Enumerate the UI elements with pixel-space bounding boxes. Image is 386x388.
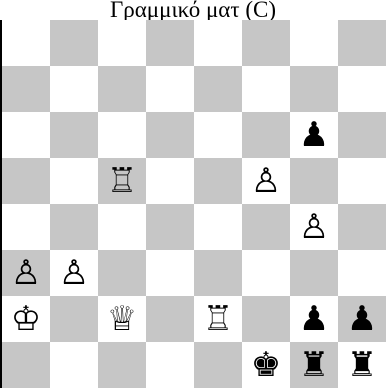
square-d1[interactable] [146,342,194,388]
square-f8[interactable] [242,20,290,66]
white-pawn-icon[interactable]: ♙ [251,164,281,198]
diagram-title: Γραμμικό ματ (C) [0,0,386,20]
white-pawn-icon[interactable]: ♙ [299,210,329,244]
square-b7[interactable] [50,66,98,112]
square-b8[interactable] [50,20,98,66]
square-h8[interactable] [338,20,386,66]
square-e4[interactable] [194,204,242,250]
square-a6[interactable] [2,112,50,158]
square-a7[interactable] [2,66,50,112]
square-g2[interactable]: ♟ [290,296,338,342]
square-e6[interactable] [194,112,242,158]
square-c4[interactable] [98,204,146,250]
square-d4[interactable] [146,204,194,250]
square-f5[interactable]: ♙ [242,158,290,204]
square-f4[interactable] [242,204,290,250]
square-d7[interactable] [146,66,194,112]
square-f2[interactable] [242,296,290,342]
black-pawn-icon[interactable]: ♟ [299,118,329,152]
square-c3[interactable] [98,250,146,296]
white-queen-icon[interactable]: ♕ [107,302,137,336]
square-a3[interactable]: ♙ [2,250,50,296]
square-d3[interactable] [146,250,194,296]
square-g6[interactable]: ♟ [290,112,338,158]
square-d6[interactable] [146,112,194,158]
square-e2[interactable]: ♖ [194,296,242,342]
white-rook-icon[interactable]: ♖ [107,164,137,198]
square-h1[interactable]: ♜ [338,342,386,388]
square-c2[interactable]: ♕ [98,296,146,342]
black-rook-icon[interactable]: ♜ [347,348,377,382]
square-b4[interactable] [50,204,98,250]
square-d2[interactable] [146,296,194,342]
square-e1[interactable] [194,342,242,388]
white-pawn-icon[interactable]: ♙ [59,256,89,290]
square-b1[interactable] [50,342,98,388]
square-e3[interactable] [194,250,242,296]
square-h2[interactable]: ♟ [338,296,386,342]
square-g3[interactable] [290,250,338,296]
square-h3[interactable] [338,250,386,296]
chessboard: ♟ ♖ ♙ ♙ ♙ ♙ ♔ ♕ ♖ ♟ ♟ ♚ ♜ ♜ [0,20,386,388]
square-f1[interactable]: ♚ [242,342,290,388]
square-e7[interactable] [194,66,242,112]
square-e8[interactable] [194,20,242,66]
white-rook-icon[interactable]: ♖ [203,302,233,336]
square-h6[interactable] [338,112,386,158]
square-h5[interactable] [338,158,386,204]
square-b2[interactable] [50,296,98,342]
black-pawn-icon[interactable]: ♟ [347,302,377,336]
square-b5[interactable] [50,158,98,204]
square-a8[interactable] [2,20,50,66]
square-a5[interactable] [2,158,50,204]
square-g4[interactable]: ♙ [290,204,338,250]
square-g5[interactable] [290,158,338,204]
square-d5[interactable] [146,158,194,204]
square-f3[interactable] [242,250,290,296]
white-king-icon[interactable]: ♔ [11,302,41,336]
square-g8[interactable] [290,20,338,66]
square-c7[interactable] [98,66,146,112]
square-b3[interactable]: ♙ [50,250,98,296]
square-a4[interactable] [2,204,50,250]
square-h4[interactable] [338,204,386,250]
square-a2[interactable]: ♔ [2,296,50,342]
black-king-icon[interactable]: ♚ [251,348,281,382]
square-c1[interactable] [98,342,146,388]
square-b6[interactable] [50,112,98,158]
square-f6[interactable] [242,112,290,158]
square-c8[interactable] [98,20,146,66]
square-g1[interactable]: ♜ [290,342,338,388]
black-pawn-icon[interactable]: ♟ [299,302,329,336]
square-g7[interactable] [290,66,338,112]
square-e5[interactable] [194,158,242,204]
square-d8[interactable] [146,20,194,66]
square-c5[interactable]: ♖ [98,158,146,204]
square-f7[interactable] [242,66,290,112]
square-c6[interactable] [98,112,146,158]
square-a1[interactable] [2,342,50,388]
black-rook-icon[interactable]: ♜ [299,348,329,382]
white-pawn-icon[interactable]: ♙ [11,256,41,290]
square-h7[interactable] [338,66,386,112]
